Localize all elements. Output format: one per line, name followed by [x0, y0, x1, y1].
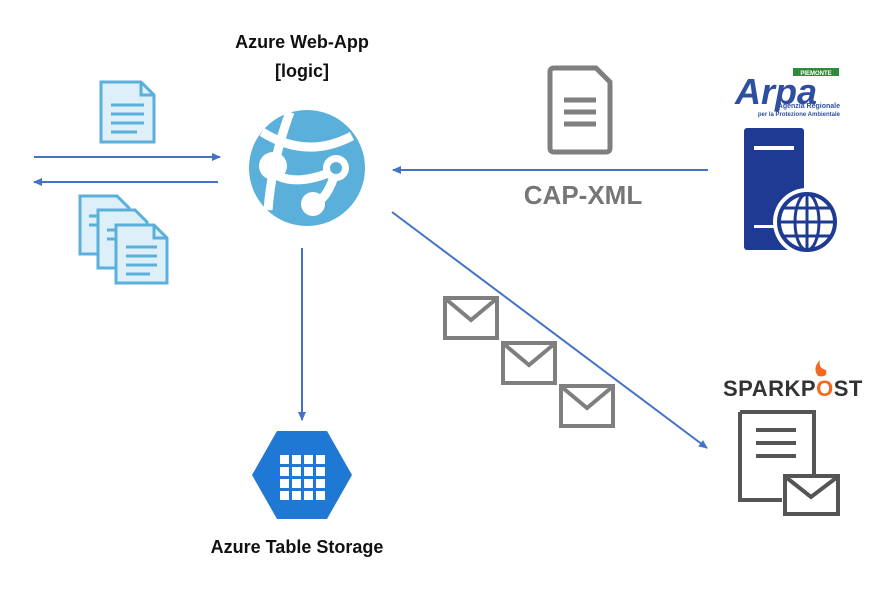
flame-icon [815, 360, 827, 377]
azure-table-storage-icon [252, 431, 352, 519]
document-mail-icon [738, 410, 840, 516]
envelope-icon [559, 384, 615, 428]
sparkpost-logo: SPARKPOST [723, 360, 863, 401]
document-stack-icon [78, 194, 169, 285]
arrows [33, 153, 708, 449]
cap-xml-label: CAP-XML [524, 180, 643, 210]
table-storage-label: Azure Table Storage [211, 537, 384, 557]
arpa-logo-sub2: per la Protezione Ambientale [758, 112, 841, 118]
webapp-icon [249, 110, 365, 226]
arpa-logo-region: PIEMONTE [800, 71, 831, 77]
document-icon [99, 80, 156, 144]
arrow-webapp-to-sparkpost [391, 211, 708, 449]
arpa-logo-sub1: Agenzia Regionale [778, 103, 840, 110]
cap-xml-document-icon [547, 65, 613, 155]
sparkpost-logo-text: SPARKPOST [723, 376, 863, 401]
arpa-logo-main: Arpa [734, 71, 817, 112]
arpa-logo: Arpa PIEMONTE Agenzia Regionale per la P… [734, 68, 841, 118]
envelope-icon [501, 341, 557, 385]
webapp-title: Azure Web-App [235, 32, 369, 52]
webapp-subtitle: [logic] [275, 61, 329, 81]
web-server-globe-icon [744, 128, 841, 256]
envelope-icon [443, 296, 499, 340]
